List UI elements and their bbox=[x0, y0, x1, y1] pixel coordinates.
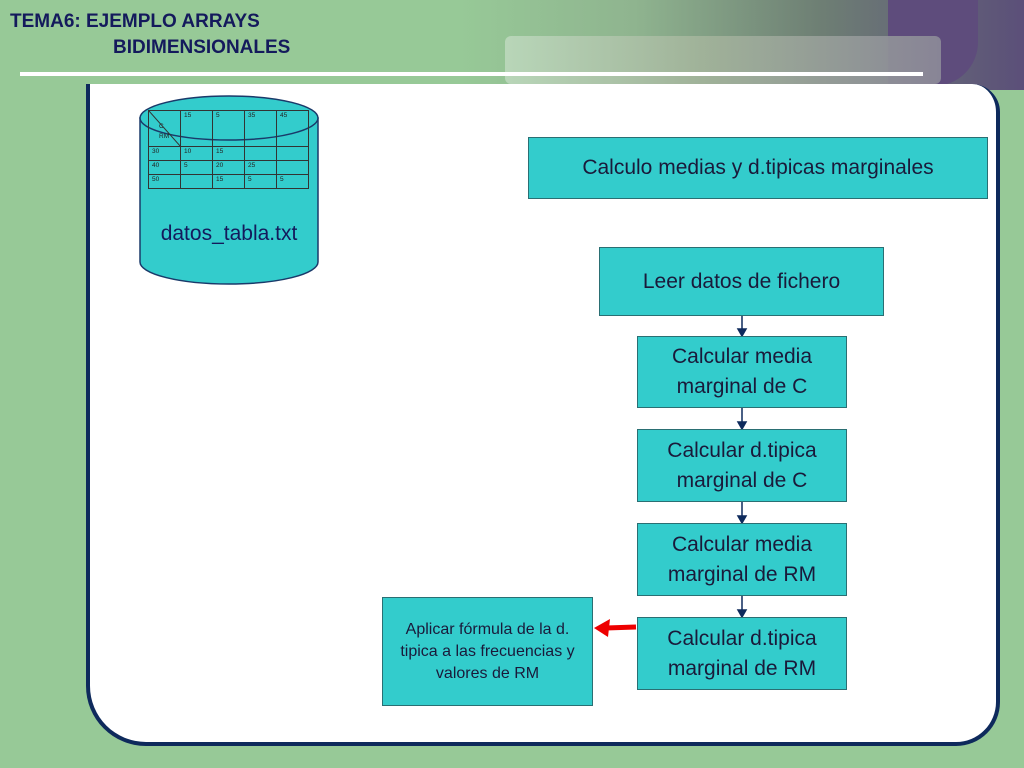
slide-title: TEMA6: EJEMPLO ARRAYS BIDIMENSIONALES bbox=[10, 9, 290, 61]
corner-bottom-label: RM bbox=[159, 133, 170, 140]
corner-top-label: C bbox=[159, 123, 164, 130]
flow-note-box: Aplicar fórmula de la d. tipica a las fr… bbox=[382, 597, 593, 706]
flow-step-std-c: Calcular d.tipica marginal de C bbox=[637, 429, 847, 502]
arrowhead-1 bbox=[736, 328, 748, 338]
red-arrow-shaft bbox=[605, 624, 637, 631]
table-cell: 40 bbox=[148, 160, 181, 175]
table-header-cell: 15 bbox=[180, 110, 213, 147]
title-rule bbox=[20, 72, 923, 76]
table-header-cell: 35 bbox=[244, 110, 277, 147]
table-cell bbox=[276, 146, 309, 161]
arrowhead-4 bbox=[736, 609, 748, 619]
flow-title-box: Calculo medias y d.tipicas marginales bbox=[528, 137, 988, 199]
table-corner-cell: C RM bbox=[148, 110, 181, 147]
file-name-label: datos_tabla.txt bbox=[160, 222, 298, 245]
table-cell bbox=[244, 146, 277, 161]
flow-step-std-rm: Calcular d.tipica marginal de RM bbox=[637, 617, 847, 690]
flow-step-mean-rm: Calcular media marginal de RM bbox=[637, 523, 847, 596]
flow-step-mean-c: Calcular media marginal de C bbox=[637, 336, 847, 408]
title-line-2: BIDIMENSIONALES bbox=[113, 37, 291, 58]
flow-step-read-file: Leer datos de fichero bbox=[599, 247, 884, 316]
table-cell: 10 bbox=[180, 146, 213, 161]
table-cell bbox=[276, 160, 309, 175]
title-line-1: TEMA6: EJEMPLO ARRAYS bbox=[10, 11, 260, 32]
table-row: 50 15 5 5 bbox=[148, 174, 309, 189]
table-cell: 15 bbox=[212, 174, 245, 189]
table-cell: 20 bbox=[212, 160, 245, 175]
table-row: 40 5 20 25 bbox=[148, 160, 309, 175]
data-table: C RM 15 5 35 45 30 10 15 40 5 20 25 50 1… bbox=[148, 110, 309, 189]
table-cell bbox=[180, 174, 213, 189]
table-cell: 25 bbox=[244, 160, 277, 175]
table-cell: 5 bbox=[180, 160, 213, 175]
table-row: 30 10 15 bbox=[148, 146, 309, 161]
arrowhead-3 bbox=[736, 515, 748, 525]
arrowhead-2 bbox=[736, 421, 748, 431]
red-arrow-head bbox=[594, 619, 610, 637]
table-header-cell: 45 bbox=[276, 110, 309, 147]
table-header-cell: 5 bbox=[212, 110, 245, 147]
header-strip bbox=[505, 36, 941, 84]
table-cell: 5 bbox=[276, 174, 309, 189]
table-cell: 30 bbox=[148, 146, 181, 161]
table-cell: 15 bbox=[212, 146, 245, 161]
table-cell: 5 bbox=[244, 174, 277, 189]
table-cell: 50 bbox=[148, 174, 181, 189]
